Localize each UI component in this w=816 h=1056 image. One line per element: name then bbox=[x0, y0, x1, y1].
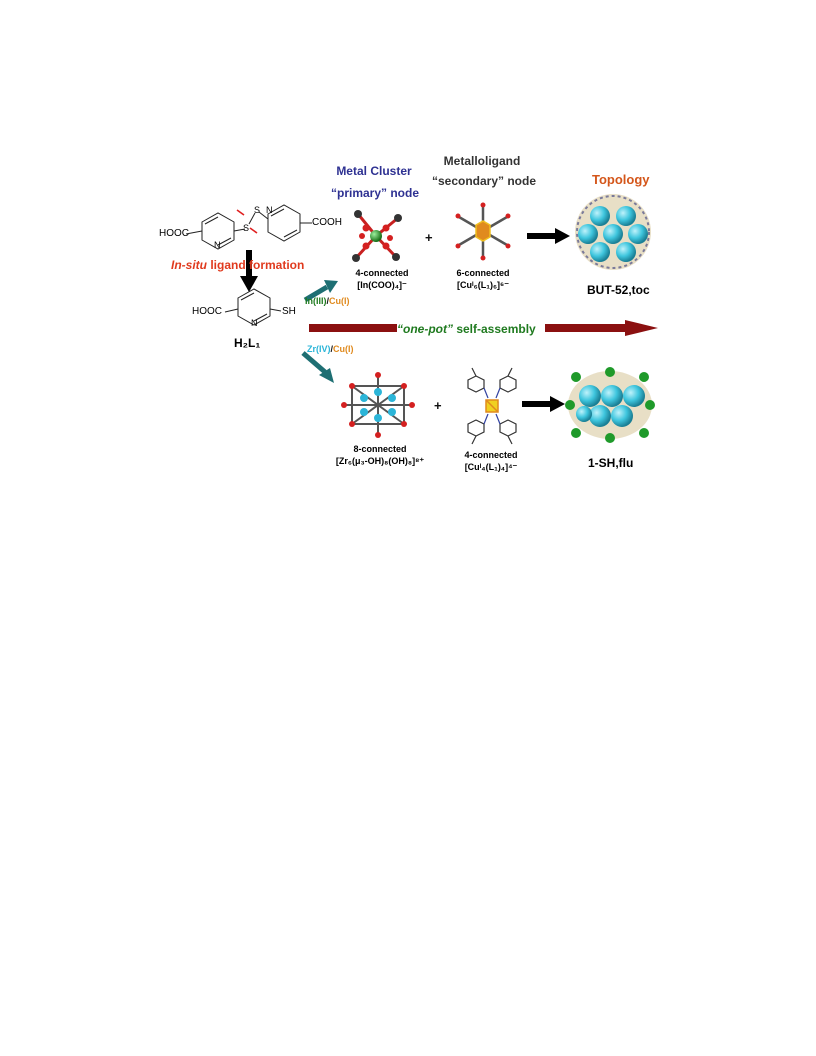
teal-arrow-down bbox=[301, 351, 334, 383]
cu6-connectivity: 6-connected bbox=[456, 268, 510, 278]
cu4-formula: [Cuᴵ₄(L₁)₄]⁴⁻ bbox=[464, 462, 518, 472]
down-arrow bbox=[240, 250, 258, 292]
one-pot-label: “one-pot” self-assembly bbox=[397, 320, 536, 338]
but52-label: BUT-52,toc bbox=[587, 283, 650, 297]
insitu-label: In-situ ligand formation bbox=[171, 256, 304, 274]
zr6-cluster-drawing bbox=[341, 372, 415, 438]
h2l1-label: H₂L₁ bbox=[234, 336, 261, 350]
but52-topology-drawing bbox=[575, 194, 651, 270]
one-pot-arrow bbox=[309, 320, 658, 336]
thiol-hooc: HOOC bbox=[192, 306, 222, 317]
disulfide-n-right: N bbox=[266, 205, 273, 215]
top-reagent-sep: / bbox=[326, 296, 330, 306]
in-cluster-drawing bbox=[352, 210, 402, 262]
plus-bottom: + bbox=[434, 398, 442, 413]
in-reagent: In(III) bbox=[305, 296, 327, 306]
in-cluster-connectivity: 4-connected bbox=[355, 268, 409, 278]
cu6-metalloligand-drawing bbox=[455, 202, 511, 261]
zr-reagent: Zr(IV) bbox=[307, 344, 331, 354]
thiol-ligand-drawing bbox=[224, 288, 282, 326]
cu4-connectivity: 4-connected bbox=[464, 450, 518, 460]
metal-cluster-header: Metal Cluster bbox=[336, 164, 412, 178]
insitu-rest: ligand formation bbox=[207, 258, 305, 272]
primary-node-label: “primary” node bbox=[330, 186, 420, 200]
bottom-reagent: Zr(IV)/Cu(I) bbox=[307, 344, 354, 354]
metalloligand-header: Metalloligand bbox=[443, 154, 521, 168]
disulfide-hooc: HOOC bbox=[159, 228, 189, 239]
top-reagent: In(III)/Cu(I) bbox=[305, 296, 350, 306]
one-pot-italic: “one-pot” bbox=[397, 322, 453, 336]
in-cluster-formula: [In(COO)₄]⁻ bbox=[357, 280, 407, 290]
zr6-formula: [Zr₆(μ₃-OH)₈(OH)₈]⁸⁺ bbox=[335, 456, 425, 466]
secondary-node-label: “secondary” node bbox=[431, 174, 537, 188]
topology-header: Topology bbox=[592, 172, 650, 187]
disulfide-n-left: N bbox=[214, 240, 221, 250]
thiol-n: N bbox=[251, 318, 258, 328]
disulfide-ligand-drawing bbox=[185, 204, 312, 250]
thiol-sh: SH bbox=[282, 306, 296, 317]
flu-label: 1-SH,flu bbox=[588, 456, 634, 470]
self-assembly-text: self-assembly bbox=[453, 322, 536, 336]
insitu-italic: In-situ bbox=[171, 258, 207, 272]
bottom-product-arrow bbox=[522, 396, 565, 412]
cu6-formula: [Cuᴵ₆(L₁)₆]⁶⁻ bbox=[457, 280, 509, 290]
top-product-arrow bbox=[527, 228, 570, 244]
top-cu-reagent: Cu(I) bbox=[329, 296, 350, 306]
disulfide-cooh: COOH bbox=[312, 217, 342, 228]
bottom-cu-reagent: Cu(I) bbox=[333, 344, 354, 354]
sulfur-1: S bbox=[243, 223, 250, 233]
bottom-reagent-sep: / bbox=[330, 344, 334, 354]
flu-topology-drawing bbox=[565, 367, 655, 443]
sulfur-2: S bbox=[254, 205, 261, 215]
cleavage-marks bbox=[236, 209, 258, 234]
plus-top: + bbox=[425, 230, 433, 245]
zr6-connectivity: 8-connected bbox=[353, 444, 407, 454]
teal-arrow-up bbox=[303, 280, 338, 303]
cu4-metalloligand-drawing bbox=[467, 367, 517, 445]
